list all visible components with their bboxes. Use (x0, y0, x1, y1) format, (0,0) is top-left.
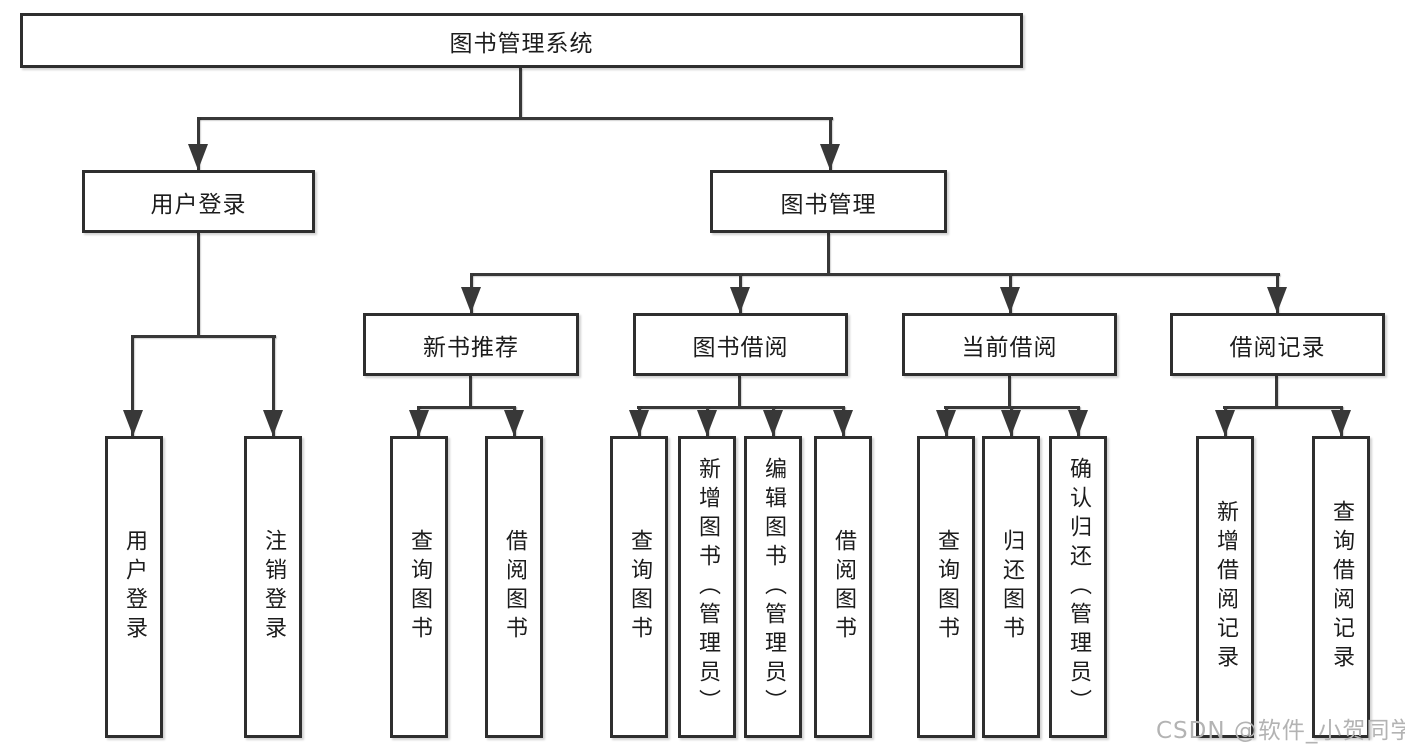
node-borrow-edit-books-admin: 编辑图书（管理员） (744, 436, 802, 738)
node-label: 查询图书 (934, 529, 959, 645)
node-records-query-record: 查询借阅记录 (1312, 436, 1370, 738)
arrow-down-icon (1001, 410, 1021, 436)
node-label: 图书管理 (780, 191, 877, 218)
node-label: 新书推荐 (423, 334, 519, 361)
connector-line (131, 335, 276, 338)
node-label: 图书借阅 (692, 334, 789, 361)
connector-line (417, 406, 516, 409)
node-label: 确认归还（管理员） (1066, 456, 1091, 718)
node-book-management: 图书管理 (710, 170, 947, 233)
node-user-login: 用户登录 (82, 170, 315, 233)
arrow-down-icon (123, 410, 143, 436)
connector-line (197, 117, 200, 170)
connector-line (827, 233, 830, 273)
connector-line (637, 406, 845, 409)
connector-line (1008, 376, 1011, 406)
arrow-down-icon (820, 144, 840, 170)
connector-line (1223, 406, 1343, 409)
node-borrowing-records: 借阅记录 (1170, 313, 1385, 376)
node-borrow-borrow-books: 借阅图书 (814, 436, 872, 738)
connector-line (469, 376, 472, 406)
connector-line (1275, 376, 1278, 406)
arrow-down-icon (461, 287, 481, 313)
arrow-down-icon (697, 410, 717, 436)
node-borrow-add-books-admin: 新增图书（管理员） (678, 436, 736, 738)
node-current-confirm-return-admin: 确认归还（管理员） (1049, 436, 1107, 738)
connector-line (738, 376, 741, 406)
arrow-down-icon (763, 410, 783, 436)
connector-line (197, 233, 200, 335)
node-label: 新增图书（管理员） (695, 456, 720, 718)
arrow-down-icon (1267, 287, 1287, 313)
node-label: 当前借阅 (961, 334, 1058, 361)
node-label: 查询图书 (407, 529, 432, 645)
arrow-down-icon (1215, 410, 1235, 436)
node-borrow-query-books: 查询图书 (610, 436, 668, 738)
connector-line (272, 335, 275, 436)
arrow-down-icon (263, 410, 283, 436)
node-label: 借阅图书 (831, 529, 856, 645)
node-label: 注销登录 (261, 529, 286, 645)
node-rec-query-books: 查询图书 (390, 436, 448, 738)
connector-line (131, 335, 134, 436)
node-label: 图书管理系统 (449, 30, 594, 57)
watermark: CSDN @软件_小贺同学 (1156, 718, 1405, 744)
node-current-query-books: 查询图书 (917, 436, 975, 738)
arrow-down-icon (504, 410, 524, 436)
node-label: 查询图书 (627, 529, 652, 645)
connector-line (470, 273, 1280, 276)
node-label: 借阅图书 (502, 529, 527, 645)
node-current-borrowing: 当前借阅 (902, 313, 1117, 376)
arrow-down-icon (730, 287, 750, 313)
node-label: 新增借阅记录 (1213, 500, 1238, 674)
connector-line (829, 117, 832, 170)
arrow-down-icon (1068, 410, 1088, 436)
arrow-down-icon (629, 410, 649, 436)
node-rec-borrow-books: 借阅图书 (485, 436, 543, 738)
arrow-down-icon (188, 144, 208, 170)
arrow-down-icon (409, 410, 429, 436)
node-label: 用户登录 (150, 191, 247, 218)
connector-line (197, 117, 833, 120)
node-label: 查询借阅记录 (1329, 500, 1354, 674)
arrow-down-icon (936, 410, 956, 436)
connector-line (519, 68, 522, 117)
arrow-down-icon (833, 410, 853, 436)
node-label: 用户登录 (122, 529, 147, 645)
node-current-return-books: 归还图书 (982, 436, 1040, 738)
node-label: 借阅记录 (1229, 334, 1326, 361)
node-login-user: 用户登录 (105, 436, 163, 738)
node-records-add-record: 新增借阅记录 (1196, 436, 1254, 738)
node-login-logout: 注销登录 (244, 436, 302, 738)
node-label: 编辑图书（管理员） (761, 456, 786, 718)
node-label: 归还图书 (999, 529, 1024, 645)
arrow-down-icon (1331, 410, 1351, 436)
node-new-book-recommendation: 新书推荐 (363, 313, 579, 376)
node-library-system: 图书管理系统 (20, 13, 1023, 68)
node-book-borrowing: 图书借阅 (633, 313, 848, 376)
arrow-down-icon (1000, 287, 1020, 313)
